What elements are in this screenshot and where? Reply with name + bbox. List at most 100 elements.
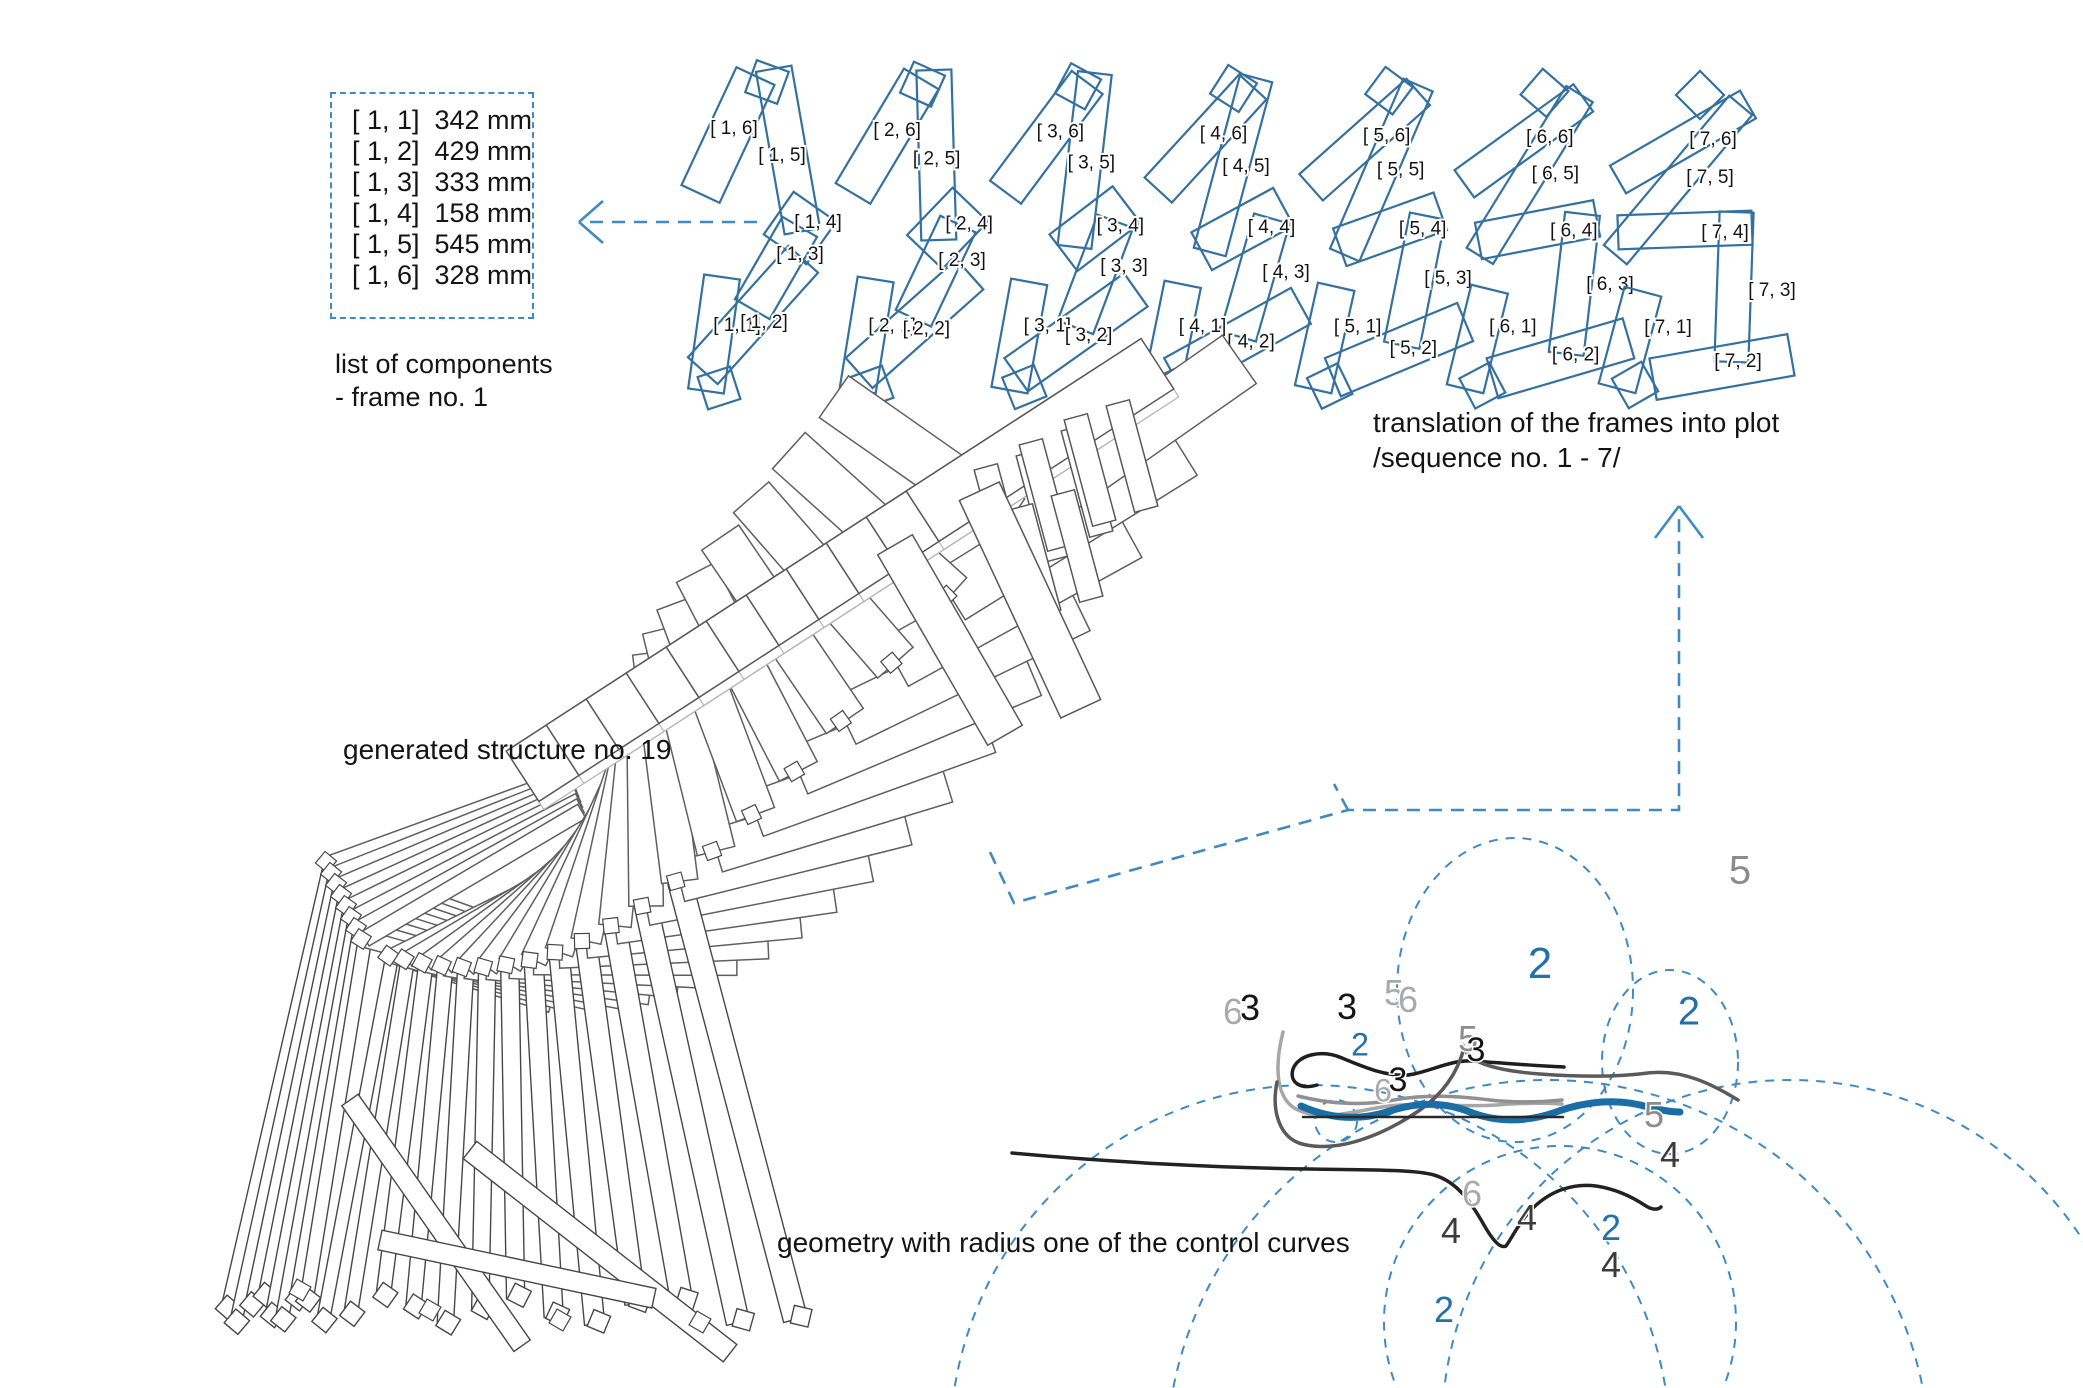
annotation-number: 6 — [1398, 979, 1418, 1020]
structure-plank — [1143, 72, 1268, 205]
structure-plank — [377, 1229, 657, 1309]
component-value: 158 mm — [434, 198, 532, 228]
structure-braces — [288, 1093, 738, 1363]
structure-plank — [1547, 210, 1602, 358]
annotation-number: 3 — [1240, 987, 1260, 1028]
component-id: [ 1, 3] — [352, 167, 420, 197]
structure-plank — [733, 215, 819, 321]
structure-plank — [834, 67, 941, 206]
frame-plank-label: [ 6, 6] — [1526, 127, 1574, 148]
structure-plank — [754, 64, 822, 236]
annotation-number: 3 — [1337, 986, 1357, 1027]
structure-plank — [783, 760, 806, 783]
component-list-title-line2: - frame no. 1 — [335, 382, 489, 413]
structure-plank — [740, 803, 763, 826]
structure-plank — [371, 961, 434, 1309]
radius-circle — [1443, 1079, 2083, 1388]
structure-plank — [1616, 209, 1754, 251]
structure-plank — [473, 956, 494, 978]
structure-plank — [701, 840, 723, 862]
structure-plank — [696, 365, 742, 411]
frame-plank-label: [ 7, 1] — [1644, 317, 1692, 338]
structure-plank — [418, 1298, 442, 1322]
structure-plank — [988, 69, 1105, 206]
control-curve — [1290, 1052, 1566, 1089]
structure-plank — [1323, 301, 1475, 398]
structure-plank — [958, 480, 1102, 720]
control-curve — [1010, 1151, 1663, 1249]
annotation-number: 6 — [1462, 1173, 1482, 1214]
radius-circle — [1396, 837, 1634, 1143]
frame-plank-label: [ 1, 5] — [758, 145, 806, 166]
annotation-number: 2 — [1351, 1027, 1369, 1063]
frame-plank-label: [ 2, 1] — [868, 315, 916, 336]
structure-plank — [990, 277, 1049, 395]
translation-label-line1: translation of the frames into plot — [1373, 407, 1780, 438]
sequence-frame: [ 5, 1][ 5, 2][ 5, 3][ 5, 4][ 5, 5][ 5, … — [1293, 65, 1475, 411]
annotation-number: 5 — [1729, 848, 1751, 892]
structure-plank — [898, 60, 947, 109]
structure-plank — [1363, 65, 1415, 116]
control-plot — [953, 837, 2083, 1388]
sequence-frame: [ 6, 1][ 6, 2][ 6, 3][ 6, 4][ 6, 5][ 6, … — [1445, 67, 1636, 410]
annotation-number: 4 — [1601, 1244, 1621, 1285]
structure-plank — [1518, 67, 1571, 119]
component-row: [ 1, 2]429 mm — [332, 136, 532, 167]
annotation-number: 4 — [1660, 1134, 1680, 1175]
structure-plank — [1382, 211, 1447, 351]
sequence-frame: [ 4, 1][ 4, 2][ 4, 3][ 4, 4][ 4, 5][ 4, … — [1141, 63, 1313, 411]
annotation-number: 2 — [1678, 989, 1700, 1033]
structure-plank — [1000, 363, 1048, 411]
structure-plank — [743, 58, 791, 106]
control-curve — [1273, 1042, 1740, 1149]
structure-plank — [451, 956, 473, 978]
leader-lines — [578, 200, 1705, 905]
structure-plank — [879, 651, 903, 675]
structure-plank — [1218, 212, 1292, 343]
structure-plank — [894, 214, 978, 329]
frame-plank-label: [ 5, 5] — [1377, 160, 1425, 181]
arrow-up-icon — [1653, 505, 1705, 539]
structure-plank — [1002, 271, 1150, 393]
frame-plank-label: [ 7, 5] — [1686, 167, 1734, 188]
frame-plank-label: [ 2, 3] — [938, 250, 986, 271]
structure-plank — [392, 948, 415, 971]
structure-plank — [340, 1093, 532, 1353]
structure-plank — [1452, 82, 1595, 199]
structure-plank — [1056, 213, 1135, 336]
component-value: 328 mm — [434, 260, 532, 290]
structure-plank — [1457, 361, 1507, 410]
component-row: [ 1, 3]333 mm — [332, 167, 532, 198]
structure-plank — [288, 1278, 312, 1302]
sequence-frame: [ 3, 1][ 3, 2][ 3, 3][ 3, 4][ 3, 5][ 3, … — [988, 61, 1150, 411]
structure-plank — [762, 190, 838, 266]
frame-sequence: [ 1, 1][ 1, 2][ 1, 3][ 1, 4][ 1, 5][ 1, … — [680, 58, 1798, 411]
frame-plank-label: [ 6, 3] — [1586, 274, 1634, 295]
frame-plank-label: [ 4, 6] — [1200, 124, 1248, 145]
frame-plank-label: [ 5, 1] — [1334, 316, 1382, 337]
frame-plank-label: [ 6, 4] — [1550, 220, 1598, 241]
component-row: [ 1, 6]328 mm — [332, 260, 532, 291]
control-curve — [1297, 1098, 1684, 1124]
sequence-frame: [ 1, 1][ 1, 2][ 1, 3][ 1, 4][ 1, 5][ 1, … — [680, 58, 844, 411]
frame-plank-label: [ 5, 6] — [1363, 125, 1411, 146]
structure-plank — [1047, 184, 1143, 273]
frame-plank-label: [ 4, 2] — [1227, 332, 1275, 353]
frame-plank-label: [ 3, 3] — [1100, 256, 1148, 277]
frame-plank-label: [ 1, 2] — [740, 312, 788, 333]
frame-plank-label: [ 1, 4] — [794, 212, 842, 233]
generated-structure — [214, 334, 1258, 1363]
component-id: [ 1, 1] — [352, 105, 420, 135]
structure-plank — [680, 65, 776, 205]
structure-plank — [1445, 283, 1510, 395]
annotation-number: 6 — [1223, 991, 1243, 1032]
structure-plank — [905, 186, 990, 271]
component-row: [ 1, 4]158 mm — [332, 198, 532, 229]
structure-plank — [876, 533, 1024, 747]
component-list-title-line1: list of components — [335, 349, 553, 379]
frame-plank-label: [ 7, 6] — [1689, 129, 1737, 150]
arrow-left-icon — [578, 200, 604, 244]
frame-plank-label: [ 4, 4] — [1248, 217, 1296, 238]
annotation-number: 2 — [1434, 1289, 1454, 1330]
